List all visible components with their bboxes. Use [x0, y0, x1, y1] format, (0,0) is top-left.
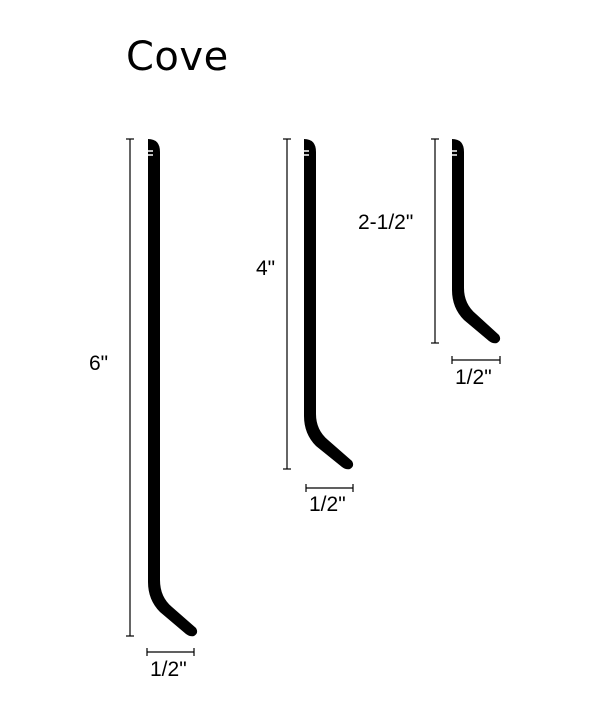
height-dimension-line [431, 138, 439, 344]
height-dimension-line [283, 138, 291, 470]
width-dimension-line [451, 356, 501, 364]
height-label-2-1-2in: 2-1/2" [358, 211, 414, 234]
height-dimension-line [126, 138, 134, 637]
cove-base-shape [452, 139, 501, 344]
cove-profile-6in [126, 138, 198, 656]
height-label-4in: 4" [256, 257, 276, 280]
cove-base-shape [304, 139, 354, 470]
height-label-6in: 6" [89, 352, 109, 375]
width-label-6in: 1/2" [150, 658, 187, 681]
diagram-title: Cove [126, 34, 229, 80]
cove-base-shape [148, 139, 198, 637]
cove-profile-2-1-2in [431, 138, 501, 364]
notch-marks [304, 150, 309, 156]
width-label-2-1-2in: 1/2" [455, 366, 492, 389]
width-dimension-line [146, 648, 195, 656]
width-label-4in: 1/2" [309, 493, 346, 516]
notch-marks [148, 150, 153, 156]
width-dimension-line [305, 484, 354, 492]
notch-marks [452, 150, 457, 156]
cove-profile-4in [283, 138, 354, 492]
